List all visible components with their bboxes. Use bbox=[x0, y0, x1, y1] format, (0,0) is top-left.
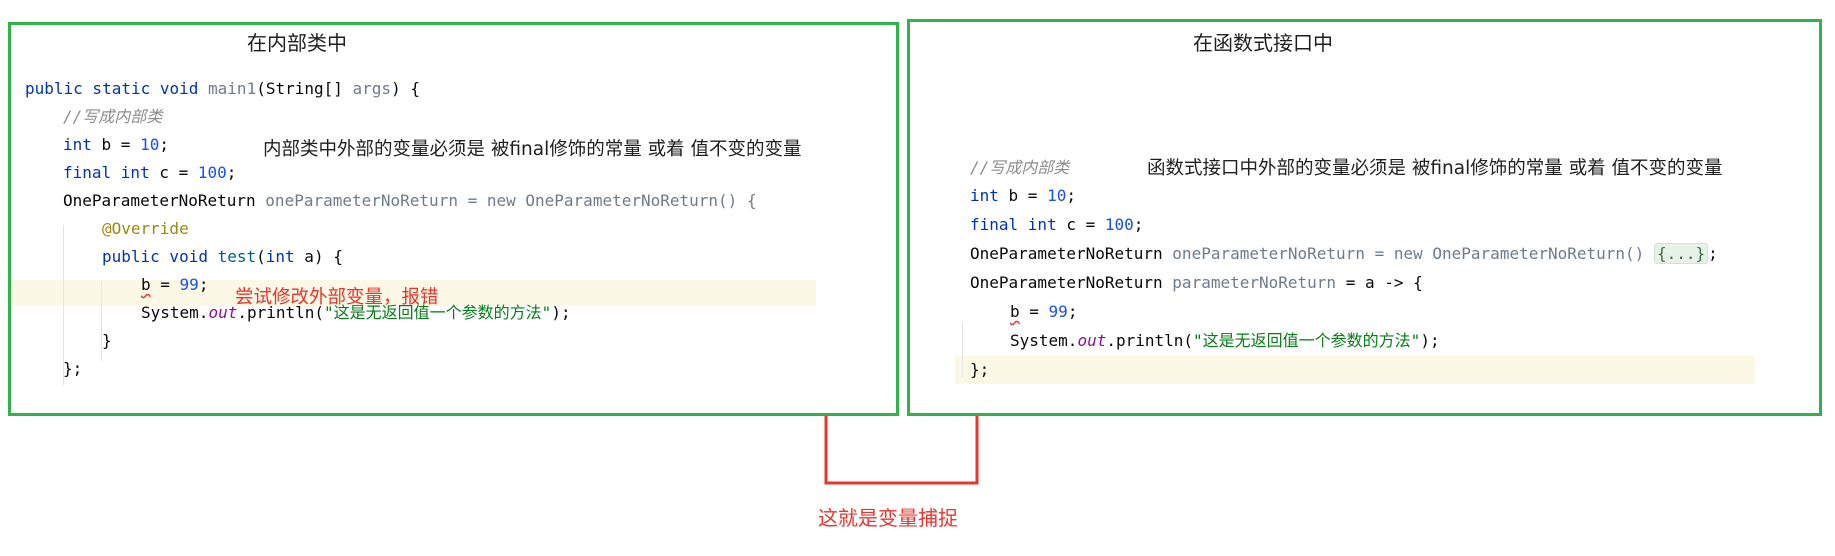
string-literal: "这是无返回值一个参数的方法" bbox=[324, 303, 552, 322]
indent-guide bbox=[63, 225, 64, 385]
variable-name: oneParameterNoReturn bbox=[1172, 244, 1365, 263]
code-line-int-b: int b = 10; bbox=[970, 186, 1076, 206]
code-line-comment: //写成内部类 bbox=[63, 107, 162, 127]
code-line-lambda: OneParameterNoReturn parameterNoReturn =… bbox=[970, 273, 1423, 293]
code-text: }; bbox=[63, 359, 83, 378]
code-text: ( bbox=[256, 247, 266, 266]
code-text: .println( bbox=[1106, 331, 1194, 350]
field-name: out bbox=[1077, 331, 1107, 350]
code-line-anonymous-class: OneParameterNoReturn oneParameterNoRetur… bbox=[970, 243, 1718, 264]
comment: //写成内部类 bbox=[970, 158, 1070, 177]
code-line-assign-b: b = 99; bbox=[141, 275, 208, 295]
code-text: ) { bbox=[391, 79, 420, 98]
code-text: ; bbox=[1708, 244, 1718, 263]
variable-name: parameterNoReturn bbox=[1172, 273, 1337, 292]
code-text: ; bbox=[198, 275, 209, 294]
code-line-override: @Override bbox=[102, 219, 189, 239]
code-text: ; bbox=[1133, 215, 1144, 234]
code-text: = bbox=[1019, 302, 1049, 321]
code-text: = new OneParameterNoReturn() bbox=[1364, 244, 1654, 263]
code-text: ; bbox=[159, 135, 169, 154]
param-name: args bbox=[352, 79, 392, 98]
code-text: (String[] bbox=[256, 79, 353, 98]
code-text: b = bbox=[998, 186, 1048, 205]
number-literal: 100 bbox=[1104, 215, 1134, 234]
comment: //写成内部类 bbox=[63, 107, 163, 126]
annotation: @Override bbox=[102, 219, 189, 238]
type-name: OneParameterNoReturn bbox=[970, 273, 1173, 292]
method-name: test bbox=[217, 247, 257, 266]
code-line-main-signature: public static void main1(String[] args) … bbox=[25, 79, 420, 99]
code-text: .println( bbox=[237, 303, 325, 322]
code-line-test-method: public void test(int a) { bbox=[102, 247, 343, 267]
type-name: OneParameterNoReturn bbox=[63, 191, 266, 210]
code-text: ); bbox=[1420, 331, 1440, 350]
error-variable: b bbox=[1010, 302, 1020, 321]
code-line-final-c: final int c = 100; bbox=[970, 215, 1143, 235]
code-line-close-lambda: }; bbox=[970, 360, 989, 380]
keyword: int bbox=[63, 135, 92, 154]
connector-bracket-line bbox=[824, 416, 979, 485]
number-literal: 100 bbox=[197, 163, 227, 182]
code-text: = a -> { bbox=[1336, 273, 1423, 292]
code-text: ; bbox=[1067, 302, 1078, 321]
current-line-highlight bbox=[11, 280, 816, 306]
method-name: main1 bbox=[208, 79, 257, 98]
number-literal: 10 bbox=[1047, 186, 1067, 205]
inner-class-panel-title: 在内部类中 bbox=[247, 31, 347, 55]
indent-guide bbox=[101, 281, 102, 361]
error-note: 尝试修改外部变量，报错 bbox=[235, 287, 439, 308]
code-line-comment: //写成内部类 bbox=[970, 158, 1069, 178]
code-text: System. bbox=[141, 303, 209, 322]
keyword: int bbox=[265, 247, 295, 266]
code-line-println: System.out.println("这是无返回值一个参数的方法"); bbox=[141, 303, 571, 323]
code-text: ); bbox=[551, 303, 571, 322]
code-line-println: System.out.println("这是无返回值一个参数的方法"); bbox=[1010, 331, 1440, 351]
number-literal: 10 bbox=[140, 135, 160, 154]
code-text: = new OneParameterNoReturn() { bbox=[457, 191, 757, 210]
code-text: ; bbox=[1066, 186, 1076, 205]
inner-class-panel: 在内部类中 内部类中外部的变量必须是 被final修饰的常量 或着 值不变的变量… bbox=[8, 22, 899, 416]
variable-capture-label: 这就是变量捕捉 bbox=[818, 506, 958, 530]
type-name: OneParameterNoReturn bbox=[970, 244, 1173, 263]
code-text: }; bbox=[970, 360, 990, 379]
indent-guide bbox=[962, 322, 963, 377]
field-name: out bbox=[208, 303, 238, 322]
code-text: c = bbox=[149, 163, 198, 182]
code-text: ; bbox=[226, 163, 237, 182]
functional-interface-panel-title: 在函数式接口中 bbox=[1193, 31, 1333, 55]
code-text: c = bbox=[1056, 215, 1105, 234]
keyword: final int bbox=[63, 163, 150, 182]
keyword: final int bbox=[970, 215, 1057, 234]
code-text: } bbox=[102, 331, 112, 350]
code-text: a) { bbox=[294, 247, 343, 266]
keyword: public static void bbox=[25, 79, 209, 98]
code-line-close-class: }; bbox=[63, 359, 82, 379]
string-literal: "这是无返回值一个参数的方法" bbox=[1193, 331, 1421, 350]
code-text: = bbox=[150, 275, 180, 294]
number-literal: 99 bbox=[179, 275, 199, 294]
keyword: int bbox=[970, 186, 999, 205]
keyword: public void bbox=[102, 247, 218, 266]
number-literal: 99 bbox=[1048, 302, 1068, 321]
error-variable: b bbox=[141, 275, 151, 294]
variable-name: oneParameterNoReturn bbox=[265, 191, 458, 210]
code-text: b = bbox=[91, 135, 141, 154]
code-line-final-c: final int c = 100; bbox=[63, 163, 236, 183]
folded-code-region[interactable]: {...} bbox=[1653, 243, 1709, 264]
code-line-assign-b: b = 99; bbox=[1010, 302, 1077, 322]
functional-interface-panel: 在函数式接口中 函数式接口中外部的变量必须是 被final修饰的常量 或着 值不… bbox=[907, 19, 1822, 416]
functional-interface-rule-note: 函数式接口中外部的变量必须是 被final修饰的常量 或着 值不变的变量 bbox=[1147, 158, 1723, 179]
code-line-close-method: } bbox=[102, 331, 112, 351]
code-line-int-b: int b = 10; bbox=[63, 135, 169, 155]
code-text: System. bbox=[1010, 331, 1078, 350]
code-line-anonymous-class: OneParameterNoReturn oneParameterNoRetur… bbox=[63, 191, 757, 211]
inner-class-rule-note: 内部类中外部的变量必须是 被final修饰的常量 或着 值不变的变量 bbox=[263, 139, 802, 160]
current-line-highlight bbox=[955, 356, 1755, 384]
